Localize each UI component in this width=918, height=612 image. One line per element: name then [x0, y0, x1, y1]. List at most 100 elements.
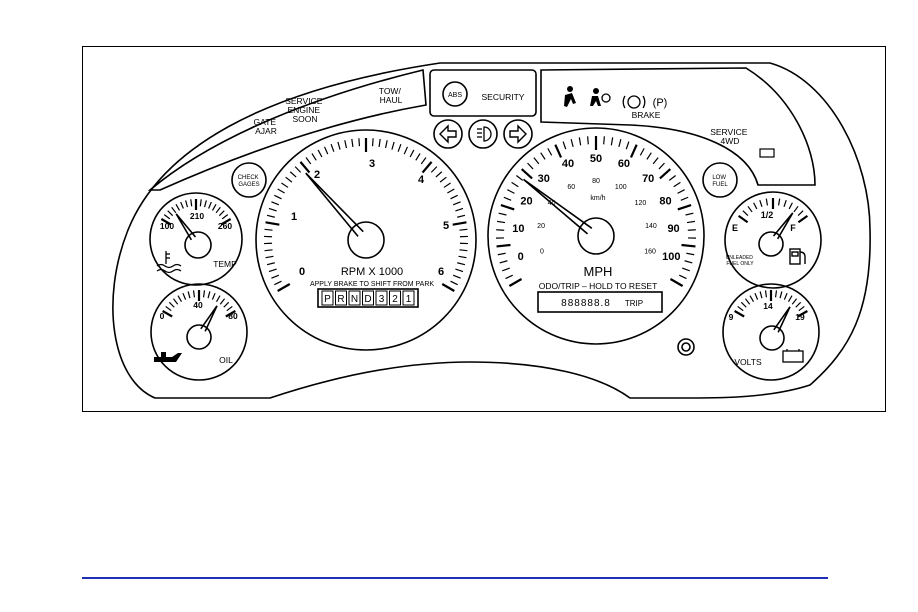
oil-gauge-ring	[150, 283, 248, 381]
mph-tick-label: 40	[562, 158, 574, 170]
tach-scale-tick	[337, 141, 341, 150]
speedo-scale-tick	[646, 152, 652, 160]
battery-icon-4wd	[759, 148, 775, 158]
speedo-scale-tick	[659, 168, 672, 180]
high-beam-lamp	[468, 119, 498, 149]
tach-scale-tick	[274, 280, 282, 286]
oil-scale-tick	[182, 292, 187, 300]
tach-scale-tick	[452, 221, 467, 226]
tach-scale-tick	[311, 153, 317, 161]
oil-scale-tick	[225, 310, 236, 318]
temp-scale-tick	[171, 206, 177, 214]
fuel-scale-tick	[788, 202, 793, 210]
speedo-scale-tick	[669, 278, 684, 287]
low-fuel-lamp	[702, 162, 738, 198]
speedo-scale-tick	[502, 267, 510, 272]
speedo-scale-tick	[686, 252, 695, 256]
tach-scale-tick	[305, 157, 312, 165]
brake-icon	[622, 95, 646, 109]
gear-cell	[321, 290, 334, 306]
mph-tick-label: 70	[642, 173, 654, 185]
mph-tick-label: 30	[538, 173, 550, 185]
gear-cell	[375, 290, 388, 306]
fuel-scale-tick	[742, 210, 749, 217]
oil-scale-tick	[202, 290, 206, 298]
tach-scale-tick	[441, 283, 455, 292]
oil-scale-tick	[177, 295, 183, 302]
volts-tick-9: 9	[729, 312, 734, 322]
tach-tick-1: 1	[291, 211, 297, 223]
kmh-tick-label: 40	[548, 200, 556, 207]
tach-scale-tick	[409, 149, 415, 158]
fuel-scale-tick	[759, 199, 763, 207]
gear-letter: P	[324, 294, 331, 305]
tach-tick-6: 6	[438, 266, 444, 278]
tach-scale-tick	[452, 274, 461, 279]
tach-scale-tick	[420, 157, 427, 165]
gear-letter: 3	[379, 294, 385, 305]
odometer-box	[537, 291, 663, 313]
service-engine-soon-label: SERVICE ENGINE SOON	[285, 96, 325, 124]
temp-scale-tick	[180, 201, 184, 209]
airbag-icon	[590, 88, 611, 106]
tach-scale-tick	[317, 149, 323, 158]
kmh-tick-label: 80	[592, 178, 600, 185]
speedo-scale-tick	[652, 157, 659, 165]
tach-scale-tick	[299, 161, 311, 174]
brake-label: BRAKE	[632, 110, 661, 120]
temp-scale-tick	[190, 199, 193, 207]
volts-tick-19: 19	[795, 312, 805, 322]
tach-scale-tick	[455, 268, 464, 273]
speedo-scale-tick	[578, 137, 582, 146]
volts-scale-tick	[759, 291, 763, 299]
tach-scale-tick	[277, 188, 285, 194]
tach-scale-tick	[371, 138, 374, 147]
oil-tick-40: 40	[193, 300, 203, 310]
mph-tick-label: 20	[520, 196, 532, 208]
tach-scale-tick	[452, 201, 461, 206]
speedo-scale-tick	[680, 196, 689, 201]
speedo-needle-hub	[577, 217, 615, 255]
security-label: SECURITY	[482, 92, 525, 102]
volts-scale-tick	[734, 310, 745, 318]
tach-scale-tick	[268, 268, 277, 273]
speedo-scale-tick	[499, 260, 508, 264]
temp-needle-hub	[184, 231, 212, 259]
temp-needle	[175, 213, 197, 241]
speedo-scale-tick	[682, 267, 690, 272]
volts-scale-tick	[779, 291, 783, 299]
volts-scale-tick	[783, 292, 788, 300]
tach-scale-tick	[397, 143, 402, 152]
odometer-digits: 888888.8	[561, 298, 611, 309]
speedo-scale-tick	[508, 278, 523, 287]
volts-scale-tick	[798, 305, 805, 312]
tach-scale-tick	[358, 138, 361, 147]
temp-scale-tick	[211, 204, 217, 211]
temp-scale-tick	[218, 210, 225, 217]
fuel-needle	[772, 212, 794, 240]
tach-scale-tick	[459, 228, 468, 231]
tach-scale-tick	[421, 161, 433, 174]
speedo-scale-tick	[687, 229, 696, 231]
oil-can-icon	[154, 352, 182, 362]
speedo-scale-tick	[554, 144, 563, 158]
fuel-scale-tick	[765, 198, 769, 206]
left-telltale-strip	[147, 69, 427, 191]
speedo-scale-tick	[587, 136, 589, 145]
volts-scale-tick	[754, 292, 759, 300]
kmh-tick-label: 100	[615, 184, 627, 191]
fuel-scale-tick	[777, 198, 781, 206]
temp-label: TEMP	[213, 259, 237, 269]
mph-tick-label: 50	[590, 153, 602, 165]
temp-scale-tick	[163, 214, 171, 220]
gear-cell	[335, 290, 347, 306]
tach-scale-tick	[344, 140, 348, 149]
oil-scale-tick	[223, 301, 230, 308]
coolant-temp-icon	[156, 251, 182, 274]
tach-scale-tick	[403, 146, 409, 155]
temp-scale-tick	[221, 214, 229, 220]
battery-icon-volts	[782, 349, 804, 363]
headlamp-icon	[477, 126, 492, 142]
tach-scale-tick	[265, 221, 280, 226]
